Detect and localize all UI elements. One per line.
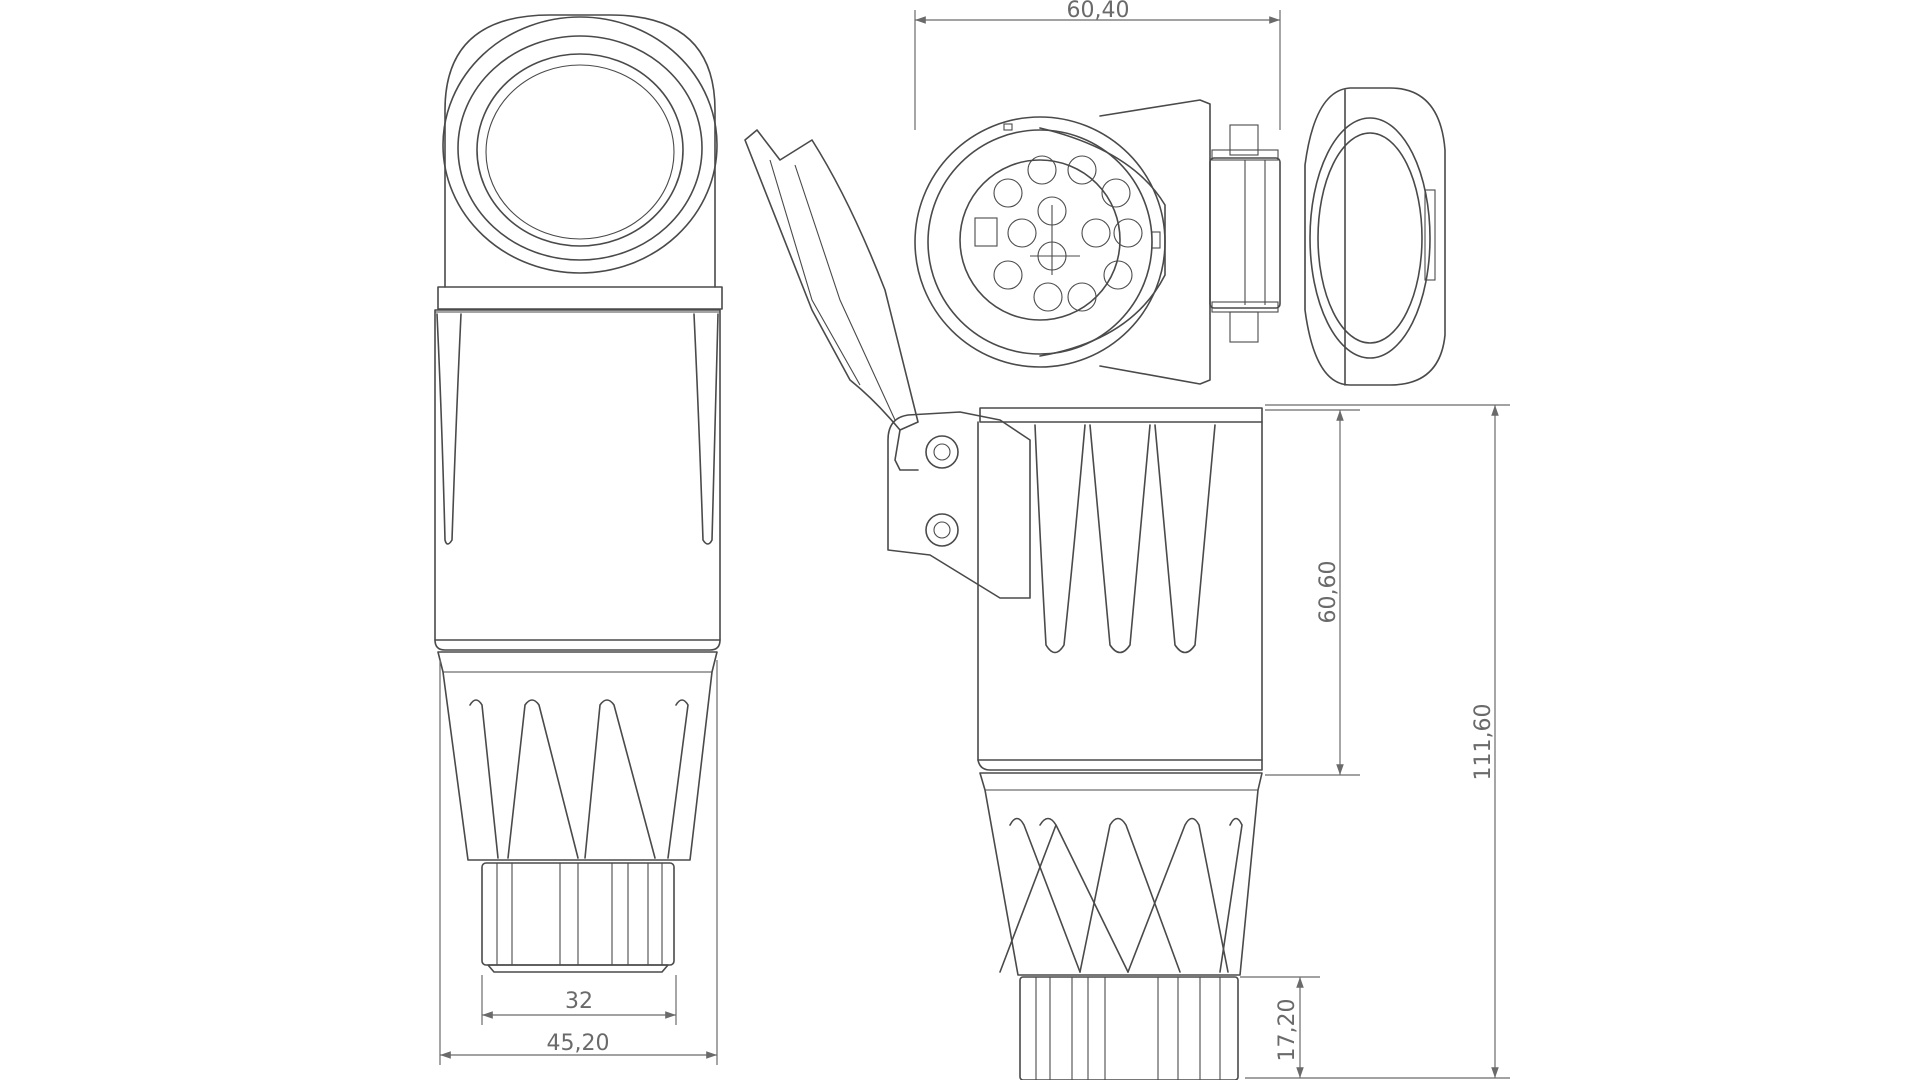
dimension-label-total-height: 111,60	[1471, 704, 1496, 781]
side-view-grip	[1019, 976, 1239, 1080]
dimension-total-height: 111,60	[1245, 404, 1510, 1079]
front-view-housing	[434, 309, 721, 651]
side-view-housing	[977, 407, 1263, 771]
front-view-sleeve	[437, 651, 718, 861]
top-view-cap	[1304, 87, 1446, 386]
front-view-collar	[437, 286, 723, 310]
socket-face	[914, 99, 1211, 385]
front-view: 32 45,20	[434, 14, 723, 1065]
dimension-label-body-width: 45,20	[547, 1031, 610, 1056]
dimension-label-body-height: 60,60	[1316, 561, 1341, 624]
dimension-body-height: 60,60	[1265, 409, 1360, 776]
top-view-hinge	[1209, 124, 1281, 343]
dimension-label-grip-height: 17,20	[1275, 999, 1300, 1062]
dimension-grip-height: 17,20	[1240, 976, 1320, 1078]
side-view-hinge-plate	[887, 411, 1031, 599]
dimension-top-width: 60,40	[914, 0, 1281, 130]
contact-pins	[974, 155, 1143, 312]
dimension-label-grip-width: 32	[565, 989, 593, 1014]
side-view-flap	[744, 129, 919, 471]
side-view: 60,60 111,60 17,20	[744, 129, 1510, 1080]
front-view-grip	[481, 862, 675, 973]
top-view: 60,40	[914, 0, 1446, 386]
dimension-body-width: 45,20	[439, 660, 718, 1065]
front-view-cap	[442, 14, 718, 288]
side-view-sleeve	[979, 772, 1263, 976]
dimension-label-top-width: 60,40	[1067, 0, 1130, 23]
dimension-grip-width: 32	[481, 975, 677, 1025]
